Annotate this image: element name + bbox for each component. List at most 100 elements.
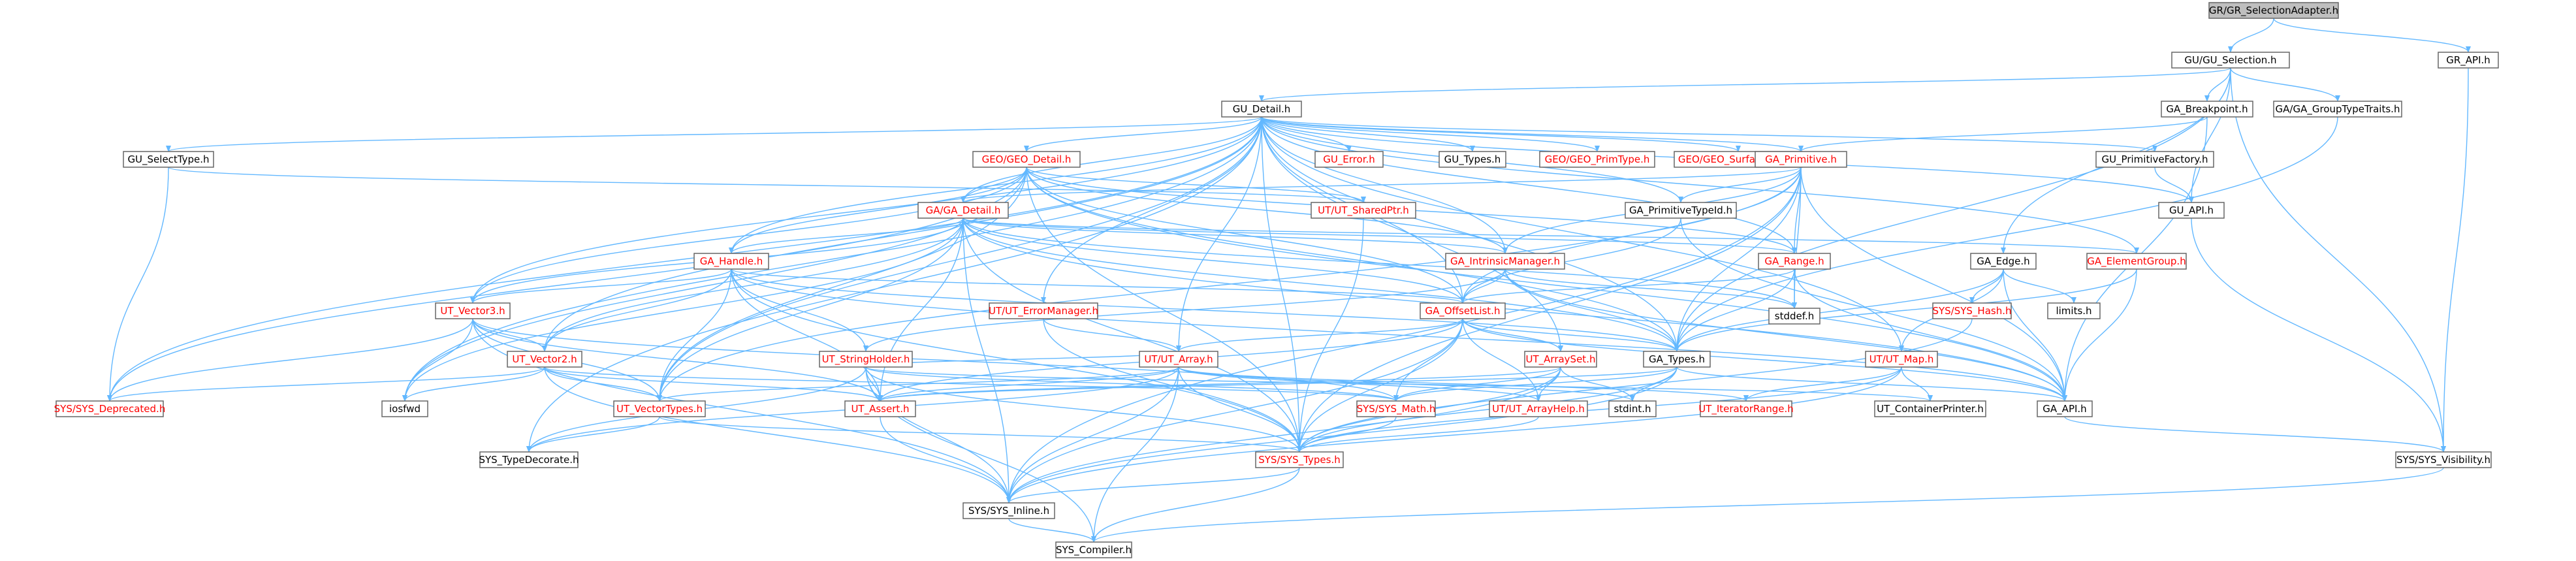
node-box — [693, 253, 769, 270]
node-n38[interactable]: UT_Assert.h — [844, 400, 916, 417]
node-label: UT_IteratorRange.h — [1698, 403, 1794, 415]
node-label: GU_SelectType.h — [127, 153, 209, 166]
edge-n3-n9 — [1261, 116, 1475, 152]
edge-n18-n33 — [1504, 268, 1679, 352]
node-n28[interactable]: SYS/SYS_Hash.h — [1932, 302, 2012, 319]
edge-n34-n43 — [1901, 366, 1933, 402]
node-n6[interactable]: GU_SelectType.h — [123, 151, 214, 168]
edge-n40-n46 — [1297, 416, 1539, 453]
edge-n33-n44 — [1676, 366, 2067, 402]
node-label: GU_Types.h — [1444, 153, 1501, 166]
node-n35[interactable]: SYS/SYS_Deprecated.h — [54, 400, 166, 417]
node-n16[interactable]: GA/GA_Detail.h — [917, 202, 1009, 219]
node-label: GU/GU_Selection.h — [2184, 54, 2276, 67]
node-label: UT_ArraySet.h — [1526, 353, 1596, 366]
node-n47[interactable]: SYS/SYS_Visibility.h — [2395, 451, 2492, 468]
edge-n21-n33 — [1674, 268, 1795, 352]
edge-n25-n48 — [1006, 318, 1463, 504]
edge-n38-n48 — [880, 416, 1011, 504]
node-n4[interactable]: GA_Breakpoint.h — [2161, 101, 2253, 118]
edge-n25-n44 — [1462, 318, 2067, 402]
node-n31[interactable]: UT/UT_Array.h — [1139, 351, 1218, 368]
node-n17[interactable]: GA_PrimitiveTypeId.h — [1625, 202, 1737, 219]
edge-n24-n31 — [1043, 318, 1181, 352]
node-n15[interactable]: UT/UT_SharedPtr.h — [1311, 202, 1416, 219]
node-n1[interactable]: GU/GU_Selection.h — [2171, 52, 2290, 69]
node-n5[interactable]: GA/GA_GroupTypeTraits.h — [2273, 101, 2402, 118]
node-n18[interactable]: GA_IntrinsicManager.h — [1445, 253, 1565, 270]
node-n33[interactable]: GA_Types.h — [1643, 351, 1711, 368]
node-n37[interactable]: UT_VectorTypes.h — [613, 400, 706, 417]
edge-n20-n38 — [731, 268, 883, 402]
node-box — [1874, 400, 1986, 417]
node-n10[interactable]: GEO/GEO_PrimType.h — [1539, 151, 1655, 168]
node-n2[interactable]: GR_API.h — [2438, 52, 2499, 69]
edge-n37-n45 — [526, 416, 660, 453]
node-label: UT_ContainerPrinter.h — [1877, 403, 1984, 415]
node-label: UT_Vector2.h — [512, 353, 577, 366]
node-n42[interactable]: UT_IteratorRange.h — [1698, 400, 1794, 417]
node-n46[interactable]: SYS/SYS_Types.h — [1255, 451, 1344, 468]
node-label: UT/UT_Map.h — [1869, 353, 1934, 366]
edge-n3-n10 — [1261, 116, 1600, 152]
node-n24[interactable]: UT/UT_ErrorManager.h — [989, 302, 1098, 319]
node-box — [2086, 253, 2187, 270]
edge-n3-n29 — [542, 116, 1262, 352]
node-n36[interactable]: iosfwd — [381, 400, 428, 417]
node-box — [56, 400, 164, 417]
edge-n13-n14 — [2154, 167, 2194, 203]
edge-n16-n46 — [962, 217, 1302, 453]
node-n8[interactable]: GU_Error.h — [1314, 151, 1384, 168]
node-n30[interactable]: UT_StringHolder.h — [819, 351, 913, 368]
edge-n12-n16 — [961, 167, 1802, 203]
node-n22[interactable]: GA_Edge.h — [1970, 253, 2037, 270]
node-box — [507, 351, 582, 368]
node-n20[interactable]: GA_Handle.h — [693, 253, 769, 270]
node-label: UT_Vector3.h — [440, 305, 505, 317]
node-n26[interactable]: stddef.h — [1768, 308, 1821, 325]
node-n3[interactable]: GU_Detail.h — [1221, 101, 1302, 118]
node-n49[interactable]: SYS_Compiler.h — [1055, 541, 1132, 558]
node-label: UT/UT_SharedPtr.h — [1318, 204, 1409, 217]
node-n27[interactable]: limits.h — [2047, 302, 2101, 319]
node-label: stddef.h — [1775, 310, 1814, 322]
node-n44[interactable]: GA_API.h — [2037, 400, 2093, 417]
node-label: iosfwd — [389, 403, 421, 415]
node-n45[interactable]: SYS_TypeDecorate.h — [479, 451, 579, 468]
edge-n3-n16 — [961, 116, 1262, 203]
node-n12[interactable]: GA_Primitive.h — [1755, 151, 1847, 168]
node-box — [479, 451, 579, 468]
edge-n34-n46 — [1297, 366, 1902, 453]
node-n29[interactable]: UT_Vector2.h — [507, 351, 582, 368]
node-label: GU_Error.h — [1323, 153, 1375, 166]
node-n21[interactable]: GA_Range.h — [1758, 253, 1831, 270]
node-n32[interactable]: UT_ArraySet.h — [1524, 351, 1597, 368]
node-n23[interactable]: UT_Vector3.h — [435, 302, 511, 319]
node-n9[interactable]: GU_Types.h — [1439, 151, 1506, 168]
edge-n20-n37 — [657, 268, 732, 402]
node-n19[interactable]: GA_ElementGroup.h — [2086, 253, 2187, 270]
node-n40[interactable]: UT/UT_ArrayHelp.h — [1489, 400, 1588, 417]
edge-n33-n46 — [1297, 366, 1678, 453]
node-box — [2161, 101, 2253, 118]
node-n34[interactable]: UT/UT_Map.h — [1865, 351, 1938, 368]
node-box — [1768, 308, 1821, 325]
node-label: UT_Assert.h — [851, 403, 909, 415]
node-box — [1314, 151, 1384, 168]
node-n43[interactable]: UT_ContainerPrinter.h — [1874, 400, 1986, 417]
node-label: GA_ElementGroup.h — [2087, 255, 2186, 268]
node-n14[interactable]: GU_API.h — [2158, 202, 2225, 219]
node-box — [1311, 202, 1416, 219]
edge-n29-n38 — [544, 366, 883, 402]
node-n48[interactable]: SYS/SYS_Inline.h — [962, 502, 1055, 519]
node-n25[interactable]: GA_OffsetList.h — [1420, 302, 1506, 319]
node-n41[interactable]: stdint.h — [1608, 400, 1657, 417]
node-n13[interactable]: GU_PrimitiveFactory.h — [2095, 151, 2214, 168]
node-box — [1055, 541, 1132, 558]
node-n7[interactable]: GEO/GEO_Detail.h — [972, 151, 1081, 168]
edge-n20-n25 — [731, 268, 1465, 304]
edge-n18-n25 — [1460, 268, 1506, 304]
node-n39[interactable]: SYS/SYS_Math.h — [1356, 400, 1436, 417]
edge-n22-n27 — [2003, 268, 2076, 304]
edge-n1-n14 — [2189, 67, 2231, 203]
